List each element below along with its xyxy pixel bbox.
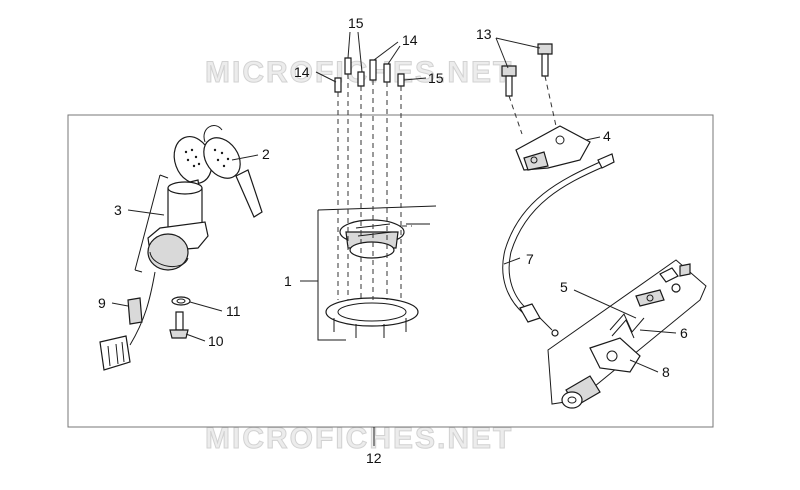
callout-14b: 14: [402, 32, 418, 48]
kit-frame: [67, 114, 714, 428]
part-8-plate: [589, 337, 641, 373]
part-5-lock-kit-panel: [547, 259, 707, 405]
part-9-bolt: [127, 297, 143, 325]
callout-15a: 15: [348, 15, 364, 31]
callout-11: 11: [226, 303, 241, 319]
callout-2: 2: [262, 146, 270, 162]
part-11-washer: [171, 296, 191, 306]
callout-9: 9: [98, 295, 106, 311]
part-6-spring: [609, 313, 645, 339]
screws-14-15: [334, 57, 405, 300]
callout-7: 7: [526, 251, 534, 267]
callout-6: 6: [680, 325, 688, 341]
part-7-cable: [502, 153, 615, 337]
part-3-ignition-switch: [99, 174, 209, 371]
callout-12: 12: [366, 450, 382, 466]
part-13-bolts: [501, 43, 557, 135]
part-10-screw: [169, 311, 189, 339]
callout-3: 3: [114, 202, 122, 218]
callout-1: 1: [284, 273, 292, 289]
part-1-fuel-cap: [317, 205, 437, 341]
callout-10: 10: [208, 333, 224, 349]
leader-lines: [111, 31, 677, 446]
part-lock-cylinder: [561, 375, 601, 409]
callout-4: 4: [603, 128, 611, 144]
callout-8: 8: [662, 364, 670, 380]
callout-13: 13: [476, 26, 492, 42]
callout-5: 5: [560, 279, 568, 295]
callout-labels: 15 14 14 15 13 4 2 3 1 7 5 6 8 9 11 10 1…: [98, 15, 688, 466]
part-4-bracket: [515, 125, 591, 171]
callout-14a: 14: [294, 64, 310, 80]
callout-15b: 15: [428, 70, 444, 86]
